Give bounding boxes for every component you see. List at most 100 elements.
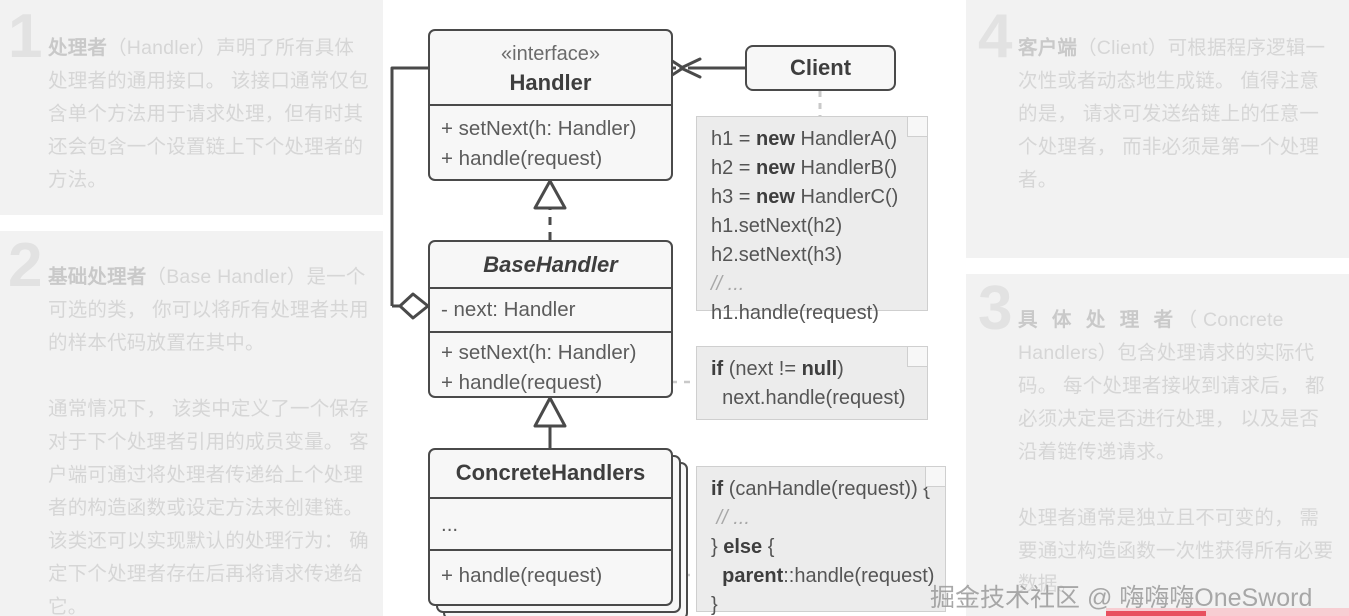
code-line: if (canHandle(request)) { — [711, 475, 933, 504]
base-handler-method-1: + handle(request) — [441, 371, 603, 394]
concrete-handlers-methods: + handle(request) — [430, 549, 671, 605]
code-text: next.handle(request) — [711, 387, 906, 409]
panel-2-text-1: 是一个可选的类， 你可以将所有处理者共用的样本代码放置在其中。 — [48, 266, 369, 354]
code-text: h3 = — [711, 186, 757, 208]
code-text: { — [762, 536, 775, 558]
handler-stereotype: «interface» — [501, 43, 600, 65]
concrete-handlers-header: ConcreteHandlers — [430, 450, 671, 497]
code-line: } else { — [711, 533, 933, 562]
code-text: } — [711, 536, 724, 558]
watermark-text: 掘金技术社区 @ 嗨嗨嗨OneSword — [930, 584, 1313, 612]
code-line: h1 = new HandlerA() — [711, 125, 915, 154]
panel-4-text-1: 可根据程序逻辑一次性或者动态地生成链。 值得注意的是， 请求可发送给链上的任意一… — [1018, 37, 1326, 191]
handler-name: Handler — [509, 70, 592, 95]
code-line: // ... — [711, 504, 933, 533]
annotation-panel-2: 2 基础处理者（Base Handler）是一个可选的类， 你可以将所有处理者共… — [0, 231, 383, 616]
class-box-base-handler[interactable]: BaseHandler - next: Handler + setNext(h:… — [428, 240, 673, 398]
panel-2-term-cn: 基础处理者 — [48, 266, 147, 288]
panel-4-term-en: （Client） — [1077, 37, 1168, 59]
class-box-concrete-handlers[interactable]: ConcreteHandlers ... + handle(request) — [428, 448, 673, 606]
base-handler-method-0: + setNext(h: Handler) — [441, 341, 637, 364]
note-next-check-lines: if (next != null) next.handle(request) — [711, 355, 915, 413]
note-fold-icon — [907, 347, 927, 367]
code-line: h2 = new HandlerB() — [711, 154, 915, 183]
code-text: h2.setNext(h3) — [711, 244, 843, 266]
concrete-handlers-method-0: + handle(request) — [441, 564, 603, 587]
panel-number-3: 3 — [978, 274, 1013, 343]
note-fold-icon — [907, 117, 927, 137]
panel-2-paragraph-2: 通常情况下， 该类中定义了一个保存对于下个处理者引用的成员变量。 客户端可通过将… — [48, 398, 369, 616]
code-line: h3 = new HandlerC() — [711, 183, 915, 212]
panel-4-term-cn: 客户端 — [1018, 37, 1078, 59]
annotation-panel-1: 1 处理者（Handler）声明了所有具体处理者的通用接口。 该接口通常仅包含单… — [0, 0, 383, 215]
code-keyword: if — [711, 478, 724, 500]
note-fold-icon — [925, 467, 945, 487]
code-text: h1.setNext(h2) — [711, 215, 843, 237]
note-can-handle: if (canHandle(request)) { // ...} else {… — [696, 466, 946, 616]
code-keyword: null — [801, 358, 838, 380]
code-text: (next != — [723, 358, 802, 380]
note-next-check: if (next != null) next.handle(request) — [696, 346, 928, 420]
panel-1-text-1: 声明了所有具体处理者的通用接口。 该接口通常仅包含单个方法用于请求处理，但有时其… — [48, 37, 369, 191]
panel-body-1: 处理者（Handler）声明了所有具体处理者的通用接口。 该接口通常仅包含单个方… — [48, 32, 370, 230]
concrete-handlers-name: ConcreteHandlers — [455, 460, 646, 485]
handler-header: «interface» Handler — [430, 31, 671, 104]
panel-1-term-en: （Handler） — [107, 37, 217, 59]
panel-number-1: 1 — [8, 2, 43, 71]
handler-method-0: + setNext(h: Handler) — [441, 117, 637, 140]
base-handler-attributes: - next: Handler — [430, 287, 671, 331]
panel-body-3: 具 体 处 理 者（ Concrete Handlers）包含处理请求的实际代码… — [1018, 304, 1336, 616]
code-keyword: else — [723, 536, 763, 558]
wire-concrete-extends-base — [533, 396, 567, 448]
panel-body-4: 客户端（Client）可根据程序逻辑一次性或者动态地生成链。 值得注意的是， 请… — [1018, 32, 1336, 230]
base-handler-header: BaseHandler — [430, 242, 671, 287]
code-line: if (next != null) — [711, 355, 915, 384]
handler-methods: + setNext(h: Handler) + handle(request) — [430, 104, 671, 180]
panel-3-term-cn: 具 体 处 理 者 — [1018, 309, 1178, 331]
code-keyword: new — [756, 128, 795, 150]
code-text: } — [711, 594, 718, 616]
panel-4-paragraph-1: 客户端（Client）可根据程序逻辑一次性或者动态地生成链。 值得注意的是， 请… — [1018, 32, 1336, 197]
handler-method-1: + handle(request) — [441, 147, 603, 170]
panel-3-paragraph-1: 具 体 处 理 者（ Concrete Handlers）包含处理请求的实际代码… — [1018, 304, 1336, 469]
panel-body-2: 基础处理者（Base Handler）是一个可选的类， 你可以将所有处理者共用的… — [48, 261, 370, 616]
class-box-client[interactable]: Client — [745, 45, 896, 91]
class-box-handler[interactable]: «interface» Handler + setNext(h: Handler… — [428, 29, 673, 181]
code-text: (canHandle(request)) { — [723, 478, 930, 500]
code-text: HandlerA() — [794, 128, 898, 150]
panel-2-term-en: （Base Handler） — [146, 266, 307, 288]
code-line: next.handle(request) — [711, 384, 915, 413]
panel-3-term-en: （ Concrete Handlers） — [1018, 309, 1284, 364]
code-text: h1.handle(request) — [711, 302, 879, 324]
code-text: HandlerC() — [794, 186, 899, 208]
panel-2-paragraph-1: 基础处理者（Base Handler）是一个可选的类， 你可以将所有处理者共用的… — [48, 261, 370, 360]
annotation-panel-4: 4 客户端（Client）可根据程序逻辑一次性或者动态地生成链。 值得注意的是，… — [966, 0, 1349, 258]
code-line: h1.setNext(h2) — [711, 212, 915, 241]
panel-3-text-1: 包含处理请求的实际代码。 每个处理者接收到请求后， 都必须决定是否进行处理， 以… — [1018, 342, 1325, 463]
base-handler-attribute-0: - next: Handler — [441, 298, 576, 321]
concrete-handlers-attributes: ... — [430, 497, 671, 549]
bottom-banner — [1106, 608, 1349, 616]
code-line: // ... — [711, 270, 915, 299]
client-name: Client — [789, 55, 852, 80]
wire-client-handler — [679, 57, 745, 79]
code-text: h2 = — [711, 157, 757, 179]
note-client-code-lines: h1 = new HandlerA()h2 = new HandlerB()h3… — [711, 125, 915, 328]
code-line: } — [711, 591, 933, 616]
panel-number-2: 2 — [8, 231, 43, 300]
code-text: h1 = — [711, 128, 757, 150]
wire-base-realizes-handler — [533, 179, 567, 240]
note-client-code: h1 = new HandlerA()h2 = new HandlerB()h3… — [696, 116, 928, 324]
code-line: h1.handle(request) — [711, 299, 915, 328]
base-handler-methods: + setNext(h: Handler) + handle(request) — [430, 331, 671, 397]
panel-1-paragraph-1: 处理者（Handler）声明了所有具体处理者的通用接口。 该接口通常仅包含单个方… — [48, 32, 370, 197]
code-comment: // ... — [711, 273, 745, 295]
code-keyword: new — [756, 157, 795, 179]
panel-1-term-cn: 处理者 — [48, 37, 108, 59]
code-text: ) — [837, 358, 844, 380]
code-keyword: parent — [711, 565, 784, 587]
concrete-handlers-attribute-0: ... — [441, 513, 459, 536]
bottom-banner-accent — [1106, 611, 1206, 616]
code-keyword: new — [756, 186, 795, 208]
